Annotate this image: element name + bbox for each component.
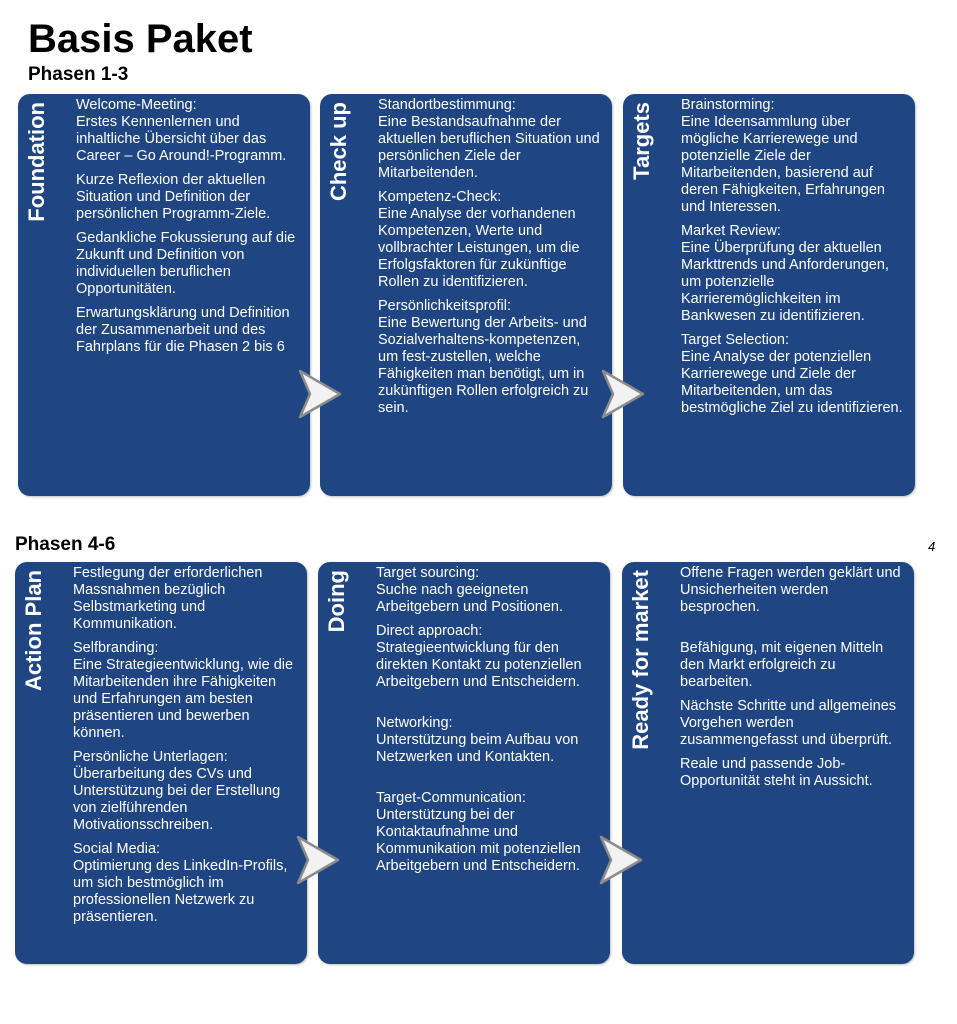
phase-paragraph: Nächste Schritte und allgemeines Vorgehe… (680, 698, 897, 748)
phase-paragraph: Befähigung, mit eigenen Mitteln den Mark… (680, 640, 884, 690)
section-heading-phases-1-3: Phasen 1-3 (28, 64, 129, 85)
phase-card-ready-for-market: Ready for market Offene Fragen werden ge… (622, 562, 914, 964)
phase-content: Brainstorming: Eine Ideensammlung über m… (681, 97, 905, 424)
phase-card-action-plan: Action Plan Festlegung der erforderliche… (15, 562, 307, 964)
phase-content: Welcome-Meeting: Erstes Kennenlernen und… (76, 97, 300, 363)
phase-paragraph: Brainstorming: Eine Ideensammlung über m… (681, 97, 885, 215)
phase-paragraph: Welcome-Meeting: Erstes Kennenlernen und… (76, 97, 287, 164)
phase-label: Targets (629, 102, 654, 180)
phase-paragraph: Persönliche Unterlagen: Überarbeitung de… (73, 749, 281, 833)
arrow-right-icon (298, 369, 342, 419)
phase-content: Offene Fragen werden geklärt und Unsiche… (680, 565, 904, 797)
arrow-right-icon (601, 369, 645, 419)
phase-paragraph: Target-Communication: Unterstützung bei … (376, 790, 581, 874)
phase-paragraph: Social Media: Optimierung des LinkedIn-P… (73, 841, 288, 925)
phase-label: Ready for market (628, 570, 653, 750)
phase-paragraph: Target Selection: Eine Analyse der poten… (681, 332, 903, 416)
phase-content: Target sourcing: Suche nach geeigneten A… (376, 565, 600, 882)
phase-label: Foundation (24, 102, 49, 222)
phase-paragraph: Direct approach: Strategieentwicklung fü… (376, 623, 582, 690)
phase-card-check-up: Check up Standortbestimmung: Eine Bestan… (320, 94, 612, 496)
phase-card-doing: Doing Target sourcing: Suche nach geeign… (318, 562, 610, 964)
phase-paragraph: Gedankliche Fokussierung auf die Zukunft… (76, 230, 296, 297)
page-number: 4 (928, 539, 936, 554)
phase-paragraph: Reale und passende Job-Opportunität steh… (680, 756, 873, 789)
phase-label: Check up (326, 102, 351, 202)
phase-paragraph: Kurze Reflexion der aktuellen Situation … (76, 172, 271, 222)
phase-paragraph: Standortbestimmung: Eine Bestandsaufnahm… (378, 97, 600, 181)
arrow-right-icon (599, 835, 643, 885)
phase-paragraph: Festlegung der erforderlichen Massnahmen… (73, 565, 263, 632)
phase-paragraph: Networking: Unterstützung beim Aufbau vo… (376, 715, 579, 765)
phase-content: Standortbestimmung: Eine Bestandsaufnahm… (378, 97, 602, 424)
phase-paragraph: Target sourcing: Suche nach geeigneten A… (376, 565, 564, 615)
phase-label: Action Plan (21, 570, 46, 692)
phase-paragraph: Kompetenz-Check: Eine Analyse der vorhan… (378, 189, 580, 290)
section-heading-phases-4-6: Phasen 4-6 (15, 534, 116, 555)
phase-paragraph: Selfbranding: Eine Strategieentwicklung,… (73, 640, 294, 741)
phase-paragraph: Market Review: Eine Überprüfung der aktu… (681, 223, 889, 324)
phase-paragraph: Offene Fragen werden geklärt und Unsiche… (680, 565, 901, 615)
arrow-right-icon (296, 835, 340, 885)
phase-paragraph: Persönlichkeitsprofil: Eine Bewertung de… (378, 298, 589, 416)
phase-card-foundation: Foundation Welcome-Meeting: Erstes Kenne… (18, 94, 310, 496)
phase-content: Festlegung der erforderlichen Massnahmen… (73, 565, 297, 933)
phase-card-targets: Targets Brainstorming: Eine Ideensammlun… (623, 94, 915, 496)
page-title: Basis Paket (28, 17, 253, 61)
phase-paragraph: Erwartungsklärung und Definition der Zus… (76, 305, 290, 355)
phase-label: Doing (324, 570, 349, 633)
